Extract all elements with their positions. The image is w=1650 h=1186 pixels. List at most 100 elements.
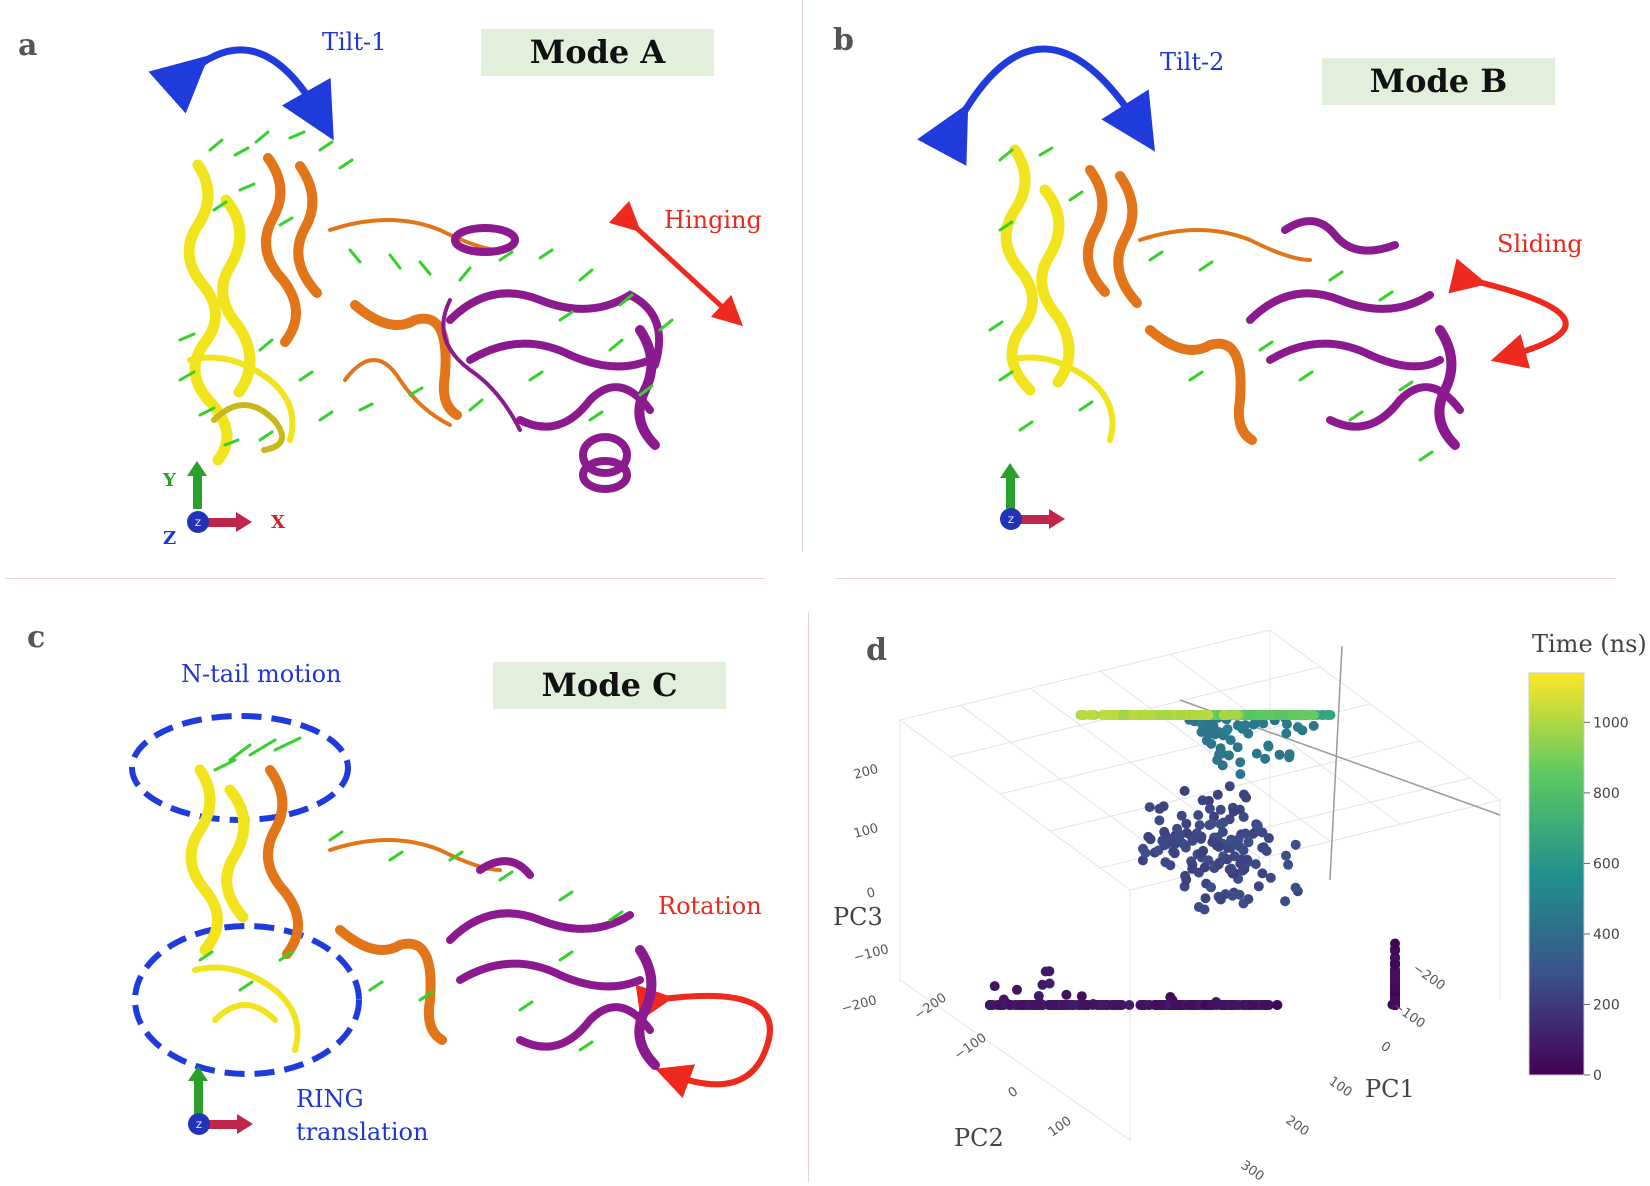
scatter-point: [1250, 859, 1261, 870]
scatter-point: [1253, 881, 1264, 892]
axis-z-label: Z: [163, 528, 177, 549]
scatter-point: [1196, 848, 1207, 859]
scatter-point: [1159, 840, 1170, 851]
scatter-point: [1222, 724, 1233, 735]
ring-ellipse: [132, 923, 362, 1077]
scatter-point: [1222, 842, 1233, 853]
scatter-point: [1226, 834, 1237, 845]
scatter-point: [989, 981, 1000, 992]
mode-a-label: Mode A: [481, 29, 714, 76]
axis-z-small-c: Z: [196, 1121, 202, 1131]
scatter-point: [1259, 1000, 1270, 1010]
motion-vectors-c: [198, 736, 624, 1052]
scatter-point: [1217, 827, 1228, 837]
scatter-point: [1263, 740, 1274, 751]
scatter-point: [1235, 769, 1246, 780]
scatter-point: [1390, 945, 1400, 956]
scatter-point: [1140, 1000, 1151, 1010]
divider-horizontal-right: [835, 578, 1615, 579]
sliding-arrow: [1448, 258, 1569, 369]
scatter-point: [1235, 757, 1246, 768]
scatter-point: [1193, 810, 1204, 821]
axis-x-label: X: [271, 512, 285, 533]
pc1-tick-label: 200: [1283, 1113, 1312, 1140]
scatter-point: [1111, 1000, 1122, 1010]
scatter-point: [1224, 781, 1235, 792]
scatter-point: [1263, 710, 1274, 720]
axis-y-label: Y: [163, 470, 176, 491]
scatter-point: [1181, 874, 1192, 885]
scatter-point: [1032, 1000, 1043, 1010]
pc2-tick-label: 100: [1046, 1114, 1075, 1141]
scatter-point: [1137, 855, 1148, 866]
scatter-point: [1215, 804, 1226, 815]
ring-label: RING: [296, 1085, 364, 1113]
scatter-point: [1292, 722, 1303, 733]
scatter-point: [1212, 789, 1223, 800]
panel-b-graphics: Z: [917, 45, 1569, 530]
scatter-point: [1231, 1000, 1242, 1010]
scatter-point: [1187, 835, 1198, 846]
scatter-point: [1243, 728, 1254, 739]
panel-letter-d: d: [866, 633, 887, 668]
scatter-point: [1224, 864, 1235, 875]
scatter-point: [1234, 804, 1245, 815]
scatter-point: [1204, 803, 1215, 814]
scatter-point: [1240, 828, 1251, 839]
scatter-point: [1044, 966, 1055, 977]
scatter-point: [1290, 882, 1301, 893]
yellow-domain-c: [185, 764, 301, 1053]
scatter-point: [1015, 1000, 1026, 1010]
scatter-point: [1097, 1000, 1108, 1010]
orange-domain-b: [1083, 165, 1312, 445]
pc1-tick-label: 300: [1238, 1158, 1267, 1185]
scatter-point: [1308, 720, 1319, 731]
scatter-point: [1265, 872, 1276, 883]
scatter-point: [1206, 882, 1216, 893]
motion-vectors: [178, 130, 674, 447]
tilt-1-label: Tilt-1: [322, 28, 387, 56]
hinging-arrow: [608, 200, 744, 327]
scatter-point: [1189, 710, 1200, 720]
scatter-point: [1058, 1000, 1069, 1010]
scatter-point: [1212, 755, 1223, 765]
purple-domain-b: [1246, 217, 1464, 450]
scatter-point: [1227, 890, 1238, 901]
pc3-tick-label: 200: [852, 762, 880, 783]
pc3-tick-label: 100: [852, 821, 880, 842]
scatter-point: [1197, 795, 1208, 806]
scatter-point: [1281, 850, 1291, 861]
axis-indicator-a: Z: [187, 461, 252, 533]
scatter-point: [1210, 729, 1221, 740]
scatter-point: [1390, 960, 1400, 970]
scatter-point: [1218, 1000, 1229, 1010]
scatter-point: [1196, 727, 1207, 737]
scatter-point: [1298, 710, 1309, 720]
colorbar-tick-label: 0: [1593, 1068, 1602, 1084]
colorbar: [1528, 672, 1585, 1076]
scatter-point: [1044, 978, 1055, 989]
scatter-point: [1290, 839, 1301, 850]
scatter-point: [1215, 819, 1226, 830]
scatter-point: [1323, 710, 1334, 720]
scatter-point: [1102, 710, 1113, 720]
colorbar-tick-label: 200: [1593, 997, 1620, 1013]
scatter-point: [1240, 720, 1251, 731]
scatter-point: [1196, 718, 1207, 729]
scatter-point: [1390, 982, 1400, 993]
pc3-tick-label: −100: [852, 942, 890, 966]
panel-letter-c: c: [27, 620, 46, 655]
colorbar-tick-label: 800: [1593, 786, 1620, 802]
scatter-point: [1201, 735, 1212, 746]
scatter-point: [1193, 902, 1204, 912]
scatter-point: [1185, 1000, 1196, 1010]
yellow-domain-b: [1000, 144, 1116, 443]
pc1-tick-label: −200: [1410, 961, 1448, 994]
scatter-point: [1243, 894, 1254, 905]
scatter-points: [985, 710, 1400, 1010]
scatter-point: [1257, 868, 1268, 879]
scatter-point: [1151, 1000, 1161, 1010]
pc2-tick-label: −100: [952, 1031, 990, 1064]
scatter-point: [1284, 752, 1295, 763]
scatter-point: [1168, 846, 1179, 857]
